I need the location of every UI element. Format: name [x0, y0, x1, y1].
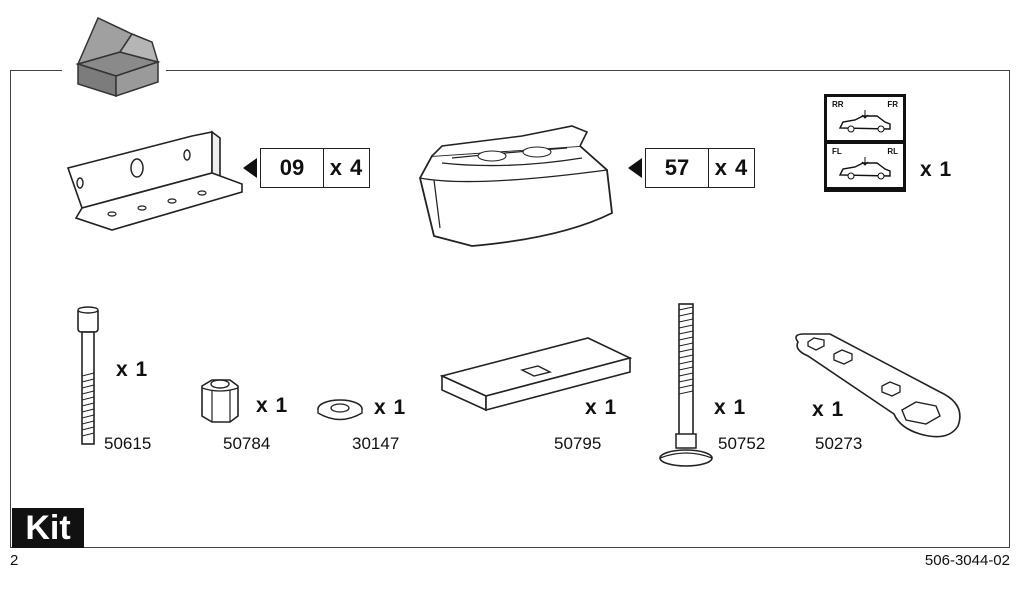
bracket-part-label: 09 x 4 [260, 148, 370, 188]
box-icon [75, 16, 161, 98]
sticker-rl: RL [887, 147, 898, 156]
foot-pad-illustration [419, 125, 613, 247]
foot-pad-part-label: 57 x 4 [645, 148, 755, 188]
carriage-bolt-code: 50752 [718, 434, 766, 453]
parts-frame [10, 70, 1010, 548]
sticker-fl: FL [832, 147, 842, 156]
washer-illustration [317, 399, 363, 421]
car-icon [838, 157, 891, 180]
carriage-bolt-illustration [659, 303, 713, 467]
carriage-bolt-quantity: x 1 [714, 396, 747, 419]
kit-label: Kit [12, 508, 84, 548]
bracket-illustration [66, 130, 243, 231]
nut-code: 50784 [223, 434, 271, 453]
nut-illustration [201, 379, 239, 423]
sticker-panel-lower: FL RL [827, 144, 903, 187]
washer-quantity: x 1 [374, 396, 407, 419]
page-number: 2 [10, 552, 19, 569]
long-bolt-quantity: x 1 [116, 358, 149, 381]
sticker-fr: FR [887, 100, 898, 109]
position-sticker: RR FR FL RL [824, 94, 906, 192]
plate-illustration [439, 337, 633, 412]
plate-quantity: x 1 [585, 396, 618, 419]
wrench-code: 50273 [815, 434, 863, 453]
pointer-arrow-icon [243, 158, 257, 178]
sticker-quantity: x 1 [920, 158, 953, 181]
bracket-part-number: 09 [261, 149, 324, 187]
document-number: 506-3044-02 [924, 552, 1010, 569]
washer-code: 30147 [352, 434, 400, 453]
long-bolt-code: 50615 [104, 434, 152, 453]
nut-quantity: x 1 [256, 394, 289, 417]
car-icon [838, 110, 891, 133]
foot-pad-quantity: x 4 [714, 155, 749, 180]
sticker-panel-upper: RR FR [827, 97, 903, 140]
foot-pad-part-number: 57 [646, 149, 709, 187]
wrench-illustration [795, 333, 961, 438]
pointer-arrow-icon [628, 158, 642, 178]
wrench-quantity: x 1 [812, 398, 845, 421]
sticker-rr: RR [832, 100, 844, 109]
long-bolt-illustration [77, 306, 99, 445]
bracket-quantity: x 4 [329, 155, 364, 180]
plate-code: 50795 [554, 434, 602, 453]
